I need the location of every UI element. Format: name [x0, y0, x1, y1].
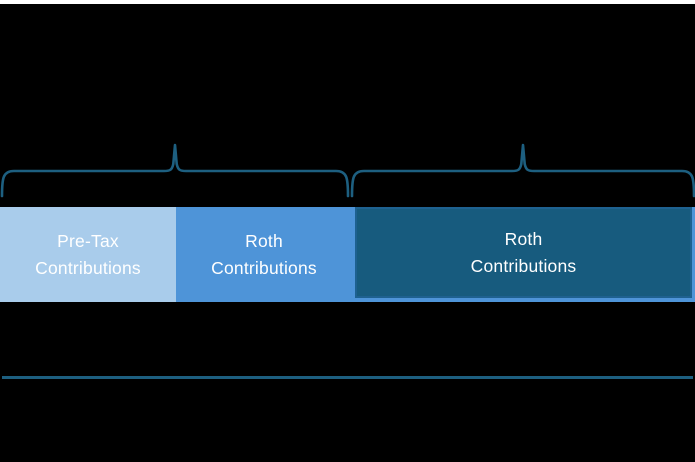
segment-label-line1: Pre-Tax — [57, 230, 119, 251]
left-overbrace-icon — [0, 143, 350, 198]
segment-label-line1: Roth — [245, 230, 283, 251]
segment-roth-contributions-middle: Roth Contributions — [176, 207, 352, 302]
contribution-bar: Pre-Tax Contributions Roth Contributions… — [0, 207, 695, 302]
segment-label: Pre-Tax Contributions — [35, 228, 141, 282]
segment-label: Roth Contributions — [471, 226, 577, 280]
segment-label-line2: Contributions — [470, 255, 577, 276]
segment-roth-contributions-right-box: Roth Contributions — [355, 207, 692, 298]
segment-label-line2: Contributions — [35, 257, 141, 278]
segment-roth-contributions-right-outer: Roth Contributions — [352, 207, 695, 302]
top-strip — [0, 0, 695, 4]
segment-label-line1: Roth — [504, 228, 543, 249]
segment-label-line2: Contributions — [211, 257, 317, 278]
segment-label: Roth Contributions — [211, 228, 317, 282]
right-overbrace-icon — [350, 143, 695, 198]
segment-pre-tax-contributions: Pre-Tax Contributions — [0, 207, 176, 302]
